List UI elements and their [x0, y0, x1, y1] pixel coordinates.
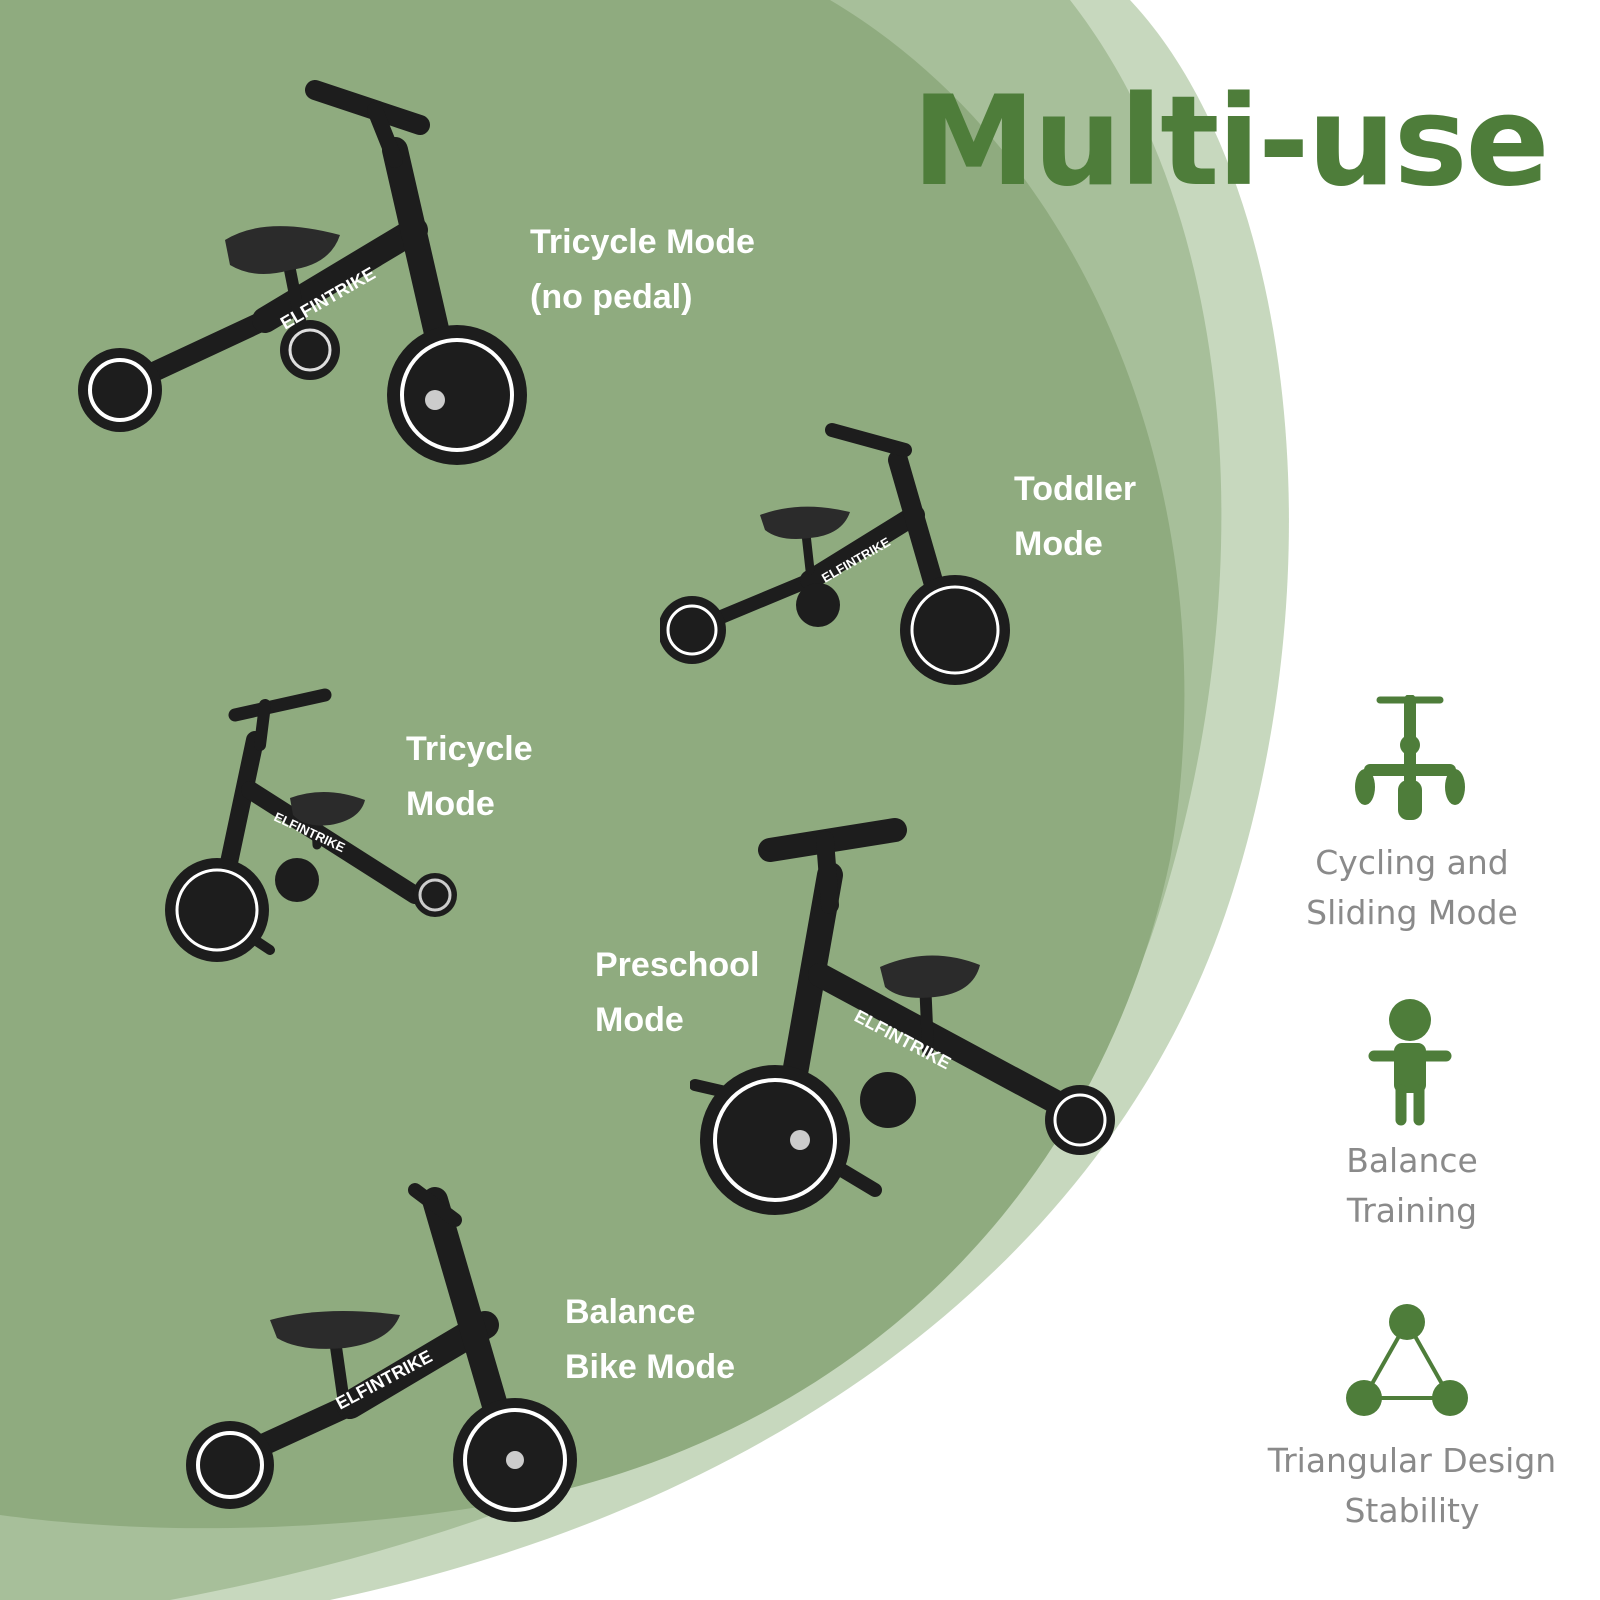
feature-line1: Cycling and — [1315, 843, 1509, 882]
bike-toddler: ELFINTRIKE — [660, 423, 1010, 685]
feature-line1: Balance — [1346, 1141, 1478, 1180]
bike-preschool: ELFINTRIKE — [690, 818, 1115, 1215]
bike-tricycle-no-pedal: ELFINTRIKE — [78, 80, 527, 465]
mode-label-line1: Balance — [565, 1293, 696, 1331]
mode-label-line1: Tricycle Mode — [530, 223, 755, 261]
mode-label-balance-bike: Balance Bike Mode — [565, 1285, 735, 1395]
feature-line2: Sliding Mode — [1306, 893, 1518, 932]
tricycle-icon — [1355, 695, 1465, 820]
feature-line1: Triangular Design — [1267, 1441, 1557, 1480]
mode-label-line2: Bike Mode — [565, 1348, 736, 1386]
background-main-circle — [0, 0, 1185, 1529]
child-icon — [1368, 999, 1452, 1126]
triangle-nodes-icon — [1346, 1304, 1468, 1416]
mode-label-tricycle: Tricycle Mode — [406, 722, 533, 832]
feature-line2: Training — [1346, 1191, 1478, 1230]
brand-logo-text: ELFINTRIKE — [332, 1346, 435, 1413]
mode-label-preschool: Preschool Mode — [595, 938, 759, 1048]
feature-triangular-stability: Triangular Design Stability — [1232, 1436, 1592, 1536]
mode-label-line2: (no pedal) — [530, 278, 693, 316]
mode-label-line2: Mode — [1014, 525, 1103, 563]
mode-label-line2: Mode — [595, 1001, 684, 1039]
feature-line2: Stability — [1344, 1491, 1480, 1530]
feature-cycling-sliding: Cycling and Sliding Mode — [1232, 838, 1592, 938]
feature-balance-training: Balance Training — [1232, 1136, 1592, 1236]
mode-label-line2: Mode — [406, 785, 495, 823]
headline: Multi-use — [912, 70, 1550, 214]
mode-label-toddler: Toddler Mode — [1014, 462, 1136, 572]
bike-tricycle: ELFINTRIKE — [165, 688, 457, 962]
bike-balance: ELFINTRIKE — [186, 1183, 577, 1522]
mode-label-line1: Toddler — [1014, 470, 1137, 508]
mode-label-line1: Preschool — [595, 946, 760, 984]
mode-label-line1: Tricycle — [406, 730, 533, 768]
mode-label-tricycle-no-pedal: Tricycle Mode (no pedal) — [530, 215, 755, 325]
